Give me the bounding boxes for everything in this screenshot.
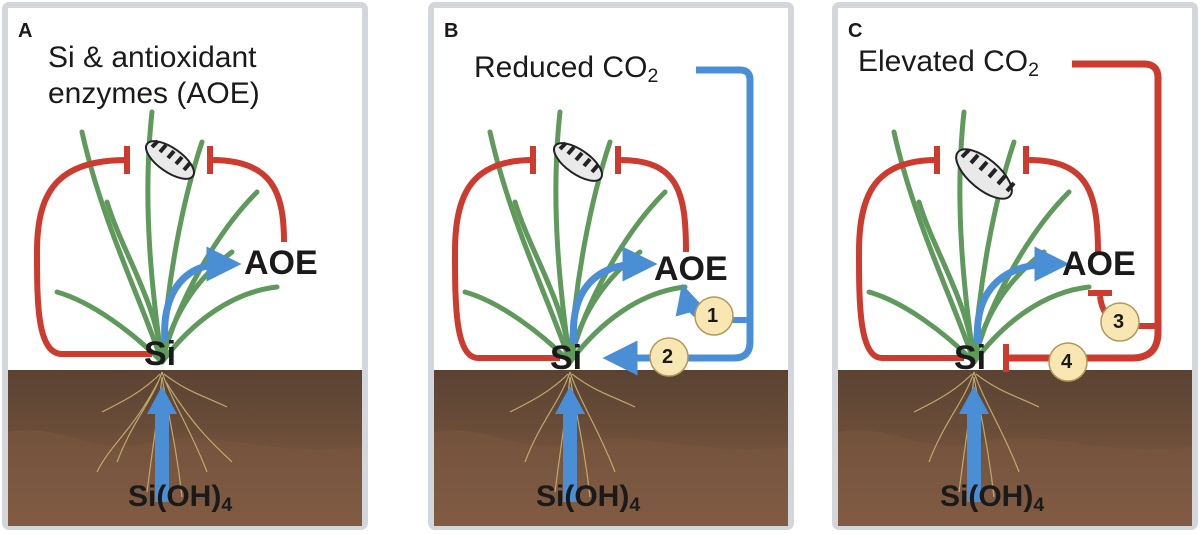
inhibit-arrow-si-left — [855, 157, 964, 361]
panel-letter: C — [848, 20, 863, 42]
inhibit-arrow-aoe — [1027, 157, 1101, 255]
aoe-label: AOE — [244, 244, 318, 282]
panel-title: Elevated CO2 — [858, 45, 1039, 81]
inhibit-arrow-si-left — [451, 157, 560, 361]
co2-inhibit-arrow — [1008, 60, 1162, 362]
panel-letter: B — [444, 20, 459, 42]
marker-3-label: 3 — [1113, 311, 1125, 333]
panel-letter: A — [18, 20, 33, 42]
inhibit-arrow-aoe — [211, 157, 287, 243]
aoe-label: AOE — [654, 250, 728, 288]
uptake-arrow-head — [147, 386, 177, 414]
marker-4-label: 4 — [1061, 351, 1073, 373]
panel-a: A Si & antioxidant enzymes (AOE) AOE Si … — [2, 2, 368, 530]
panel-c: C Elevated CO2 AOE Si 3 4 Si(OH)4 — [832, 2, 1198, 530]
marker-2-label: 2 — [662, 346, 674, 368]
title-line-1: Si & antioxidant — [48, 41, 257, 74]
sioh4-label: Si(OH)4 — [536, 480, 641, 516]
soil — [8, 370, 362, 526]
title-line-2: enzymes (AOE) — [48, 77, 260, 110]
marker-1 — [694, 296, 734, 336]
soil — [838, 370, 1192, 526]
panel-b-graphic — [428, 2, 794, 530]
si-label: Si — [550, 339, 583, 377]
caterpillar-icon — [145, 139, 195, 180]
si-label: Si — [144, 335, 177, 373]
aoe-label: AOE — [1062, 245, 1136, 283]
promote-arrow-si-to-aoe — [569, 246, 658, 345]
promote-arrow-si-to-aoe — [161, 246, 242, 343]
marker-2 — [649, 337, 689, 377]
panel-title: Reduced CO2 — [474, 51, 659, 87]
marker-3 — [1100, 302, 1140, 342]
co2-promote-arrow — [602, 66, 754, 376]
marker-1-label: 1 — [707, 305, 719, 327]
sioh4-label: Si(OH)4 — [940, 480, 1045, 516]
marker-4 — [1048, 342, 1088, 382]
inhibit-arrow-aoe — [619, 157, 689, 253]
panel-a-graphic — [2, 2, 368, 530]
sioh4-label: Si(OH)4 — [128, 480, 233, 516]
si-label: Si — [954, 339, 987, 377]
panel-b: B Reduced CO2 AOE Si 1 2 Si(OH)4 — [428, 2, 794, 530]
panel-title: Si & antioxidant enzymes (AOE) — [48, 40, 260, 112]
promote-arrow-si-to-aoe — [973, 246, 1070, 345]
caterpillar-icon — [955, 148, 1016, 200]
uptake-arrow-head — [959, 386, 989, 414]
caterpillar-icon — [553, 141, 603, 182]
inhibit-arrow-si-left — [33, 157, 152, 357]
panel-c-graphic — [832, 2, 1198, 530]
uptake-arrow-head — [555, 386, 585, 414]
